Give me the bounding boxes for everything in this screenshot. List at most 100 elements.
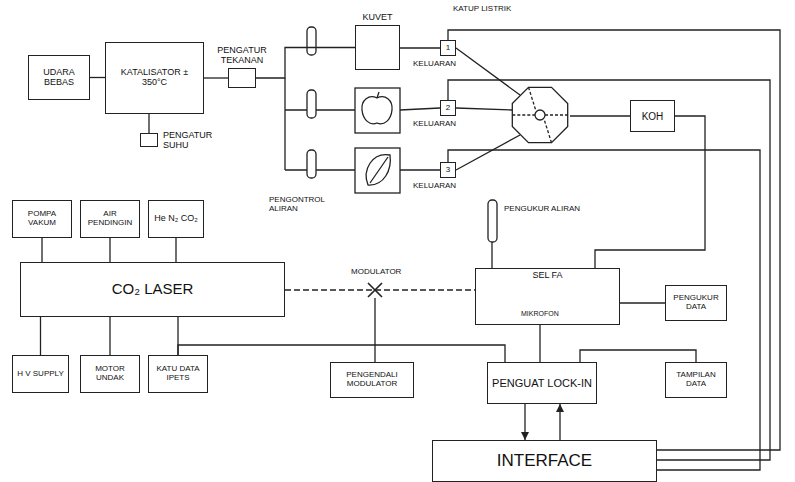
node-text: AIR PENDINGIN <box>81 210 139 228</box>
part-label: PENGUKUR ALIRAN <box>503 205 581 214</box>
node-text: UDARA BEBAS <box>29 68 89 88</box>
node-text: KOH <box>640 111 666 122</box>
node-text: H V SUPPLY <box>15 370 66 379</box>
part-label: PENGONTROL ALIRAN <box>268 196 332 214</box>
node-text: PENGATUR TEKANAN <box>210 46 274 66</box>
outlet-label: KELUARAN <box>412 60 457 69</box>
gas-line <box>456 48 520 170</box>
source-box: UDARA BEBAS <box>28 55 90 100</box>
flowmeter-tube <box>307 90 316 118</box>
supply-box: H V SUPPLY <box>12 355 69 393</box>
connector-path <box>595 116 705 268</box>
node-text: KUVET <box>336 13 420 23</box>
node-text: PENGENDALI MODULATOR <box>331 371 413 389</box>
part-label: MIKROFON <box>520 310 560 318</box>
connector-path <box>559 404 560 440</box>
connector-line <box>149 114 150 133</box>
connector-line <box>256 48 355 79</box>
connector-path <box>256 48 355 79</box>
connector-path <box>448 30 780 450</box>
valve-port-line <box>512 87 567 142</box>
cuvette-box <box>355 148 400 193</box>
connector-line <box>540 325 541 362</box>
interface-box: INTERFACE <box>432 440 657 482</box>
node-text: KATALISATOR ± 350°C <box>106 68 203 88</box>
controller-box: PENGATUR SUHU <box>140 133 158 147</box>
gas-line <box>491 242 492 268</box>
cooling-box: AIR PENDINGIN <box>80 200 140 238</box>
node-text: PENGUAT LOCK-IN <box>490 377 594 389</box>
connector-line <box>110 238 111 262</box>
node-text: 3 <box>444 166 452 175</box>
valve-box: 2 <box>440 100 456 116</box>
connector-line <box>176 238 177 262</box>
gas-branch-line <box>285 78 355 170</box>
node-text: 1 <box>444 44 452 53</box>
connector-path <box>204 77 228 78</box>
connector-path <box>539 325 540 362</box>
connector-path <box>109 238 110 262</box>
gas-line <box>400 108 440 170</box>
regulator-box: PENGATUR TEKANAN <box>228 68 256 88</box>
connector-path <box>40 317 41 355</box>
connector-path <box>448 80 770 460</box>
laser-box: CO₂ LASER <box>20 262 285 317</box>
node-text: SEL FA <box>529 269 565 283</box>
gas-line <box>570 115 630 116</box>
connector-line <box>400 48 440 49</box>
controller-box: PENGENDALI MODULATOR <box>330 362 414 398</box>
leaf-symbol <box>366 155 390 185</box>
catalyst-box: KATALISATOR ± 350°C <box>105 42 204 114</box>
node-text: PENGUKUR DATA <box>666 294 726 312</box>
connector-line <box>90 77 105 78</box>
part-label: MODULATOR <box>350 268 402 277</box>
node-text: TAMPILAN DATA <box>666 371 726 389</box>
connector-path <box>524 404 525 440</box>
connector-line <box>448 80 770 460</box>
connector-line <box>448 150 760 470</box>
connector-line <box>40 317 41 355</box>
connector-line <box>580 350 696 362</box>
connector-path <box>178 345 505 362</box>
part-label: KATUP LISTRIK <box>452 5 512 14</box>
node-text: PENGATUR SUHU <box>161 131 217 151</box>
connector-line <box>204 78 228 79</box>
connector-path <box>400 47 440 48</box>
connector-path <box>580 350 696 362</box>
connector-path <box>109 317 110 355</box>
absorber-box: KOH <box>630 100 675 132</box>
connector-path <box>448 150 760 470</box>
pump-box: POMPA VAKUM <box>12 200 72 238</box>
connector-path <box>90 77 105 78</box>
amplifier-box: PENGUAT LOCK-IN <box>487 362 597 404</box>
node-text: CO₂ LASER <box>110 281 196 298</box>
valve-box: 3 <box>440 162 456 178</box>
node-text: KATU DATA IPETS <box>149 365 207 383</box>
connector-path <box>148 114 149 133</box>
connector-path <box>41 238 42 262</box>
flowmeter-tube <box>488 200 497 242</box>
apple-symbol <box>362 92 392 124</box>
connector-line <box>448 30 780 450</box>
laser-beam <box>285 290 475 291</box>
node-text: MOTOR UNDAK <box>81 365 139 383</box>
connector-line <box>178 345 505 362</box>
connector-line <box>525 404 526 440</box>
node-text: 2 <box>444 104 452 113</box>
cuvette-box: KUVET <box>355 25 400 70</box>
outlet-label: KELUARAN <box>412 120 457 129</box>
meter-box: PENGUKUR DATA <box>665 285 727 321</box>
valve-rotor <box>535 110 545 120</box>
motor-box: MOTOR UNDAK <box>80 355 140 393</box>
gas-box: He N₂ CO₂ <box>148 200 204 238</box>
connector-line <box>110 317 111 355</box>
display-box: TAMPILAN DATA <box>665 362 727 398</box>
node-text: He N₂ CO₂ <box>152 214 200 224</box>
data-box: KATU DATA IPETS <box>148 355 208 393</box>
cuvette-box <box>355 88 400 133</box>
connector-line <box>42 238 43 262</box>
flowmeter-tube <box>307 27 316 55</box>
connector-line <box>620 303 665 304</box>
node-text: POMPA VAKUM <box>13 210 71 228</box>
